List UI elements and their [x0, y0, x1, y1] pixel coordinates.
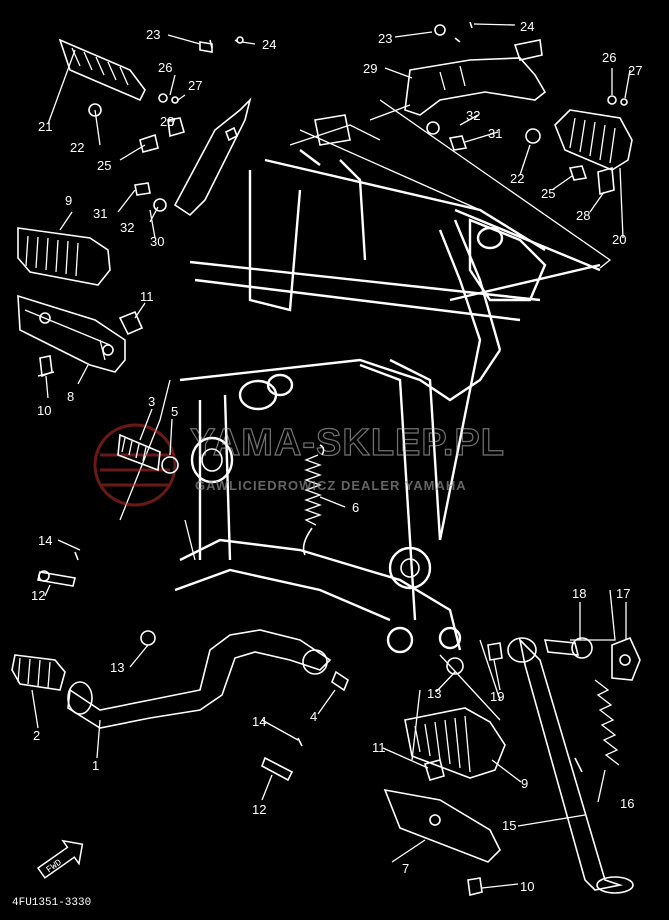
callout-22-right: 22: [510, 171, 524, 186]
spring-6-icon: [302, 444, 325, 556]
right-rear-footrest-group: [404, 21, 633, 196]
callout-13-left: 13: [110, 660, 124, 675]
callout-21: 21: [38, 119, 52, 134]
callout-31-left: 31: [93, 206, 107, 221]
leader-lines: [31, 23, 631, 889]
fwd-label: FWD: [45, 858, 64, 875]
callout-8: 8: [67, 389, 74, 404]
watermark-main-text: YAMA-SKLEP.PL: [190, 422, 505, 464]
callout-25-right: 25: [541, 186, 555, 201]
callout-13-right: 13: [427, 686, 441, 701]
callout-2: 2: [33, 728, 40, 743]
callout-14-left: 14: [38, 533, 52, 548]
watermark-sub-text: GAWLICIEDROWICZ DEALER YAMAHA: [195, 478, 467, 493]
callout-23-left: 23: [146, 27, 160, 42]
callout-26-right: 26: [602, 50, 616, 65]
callout-24-left: 24: [262, 37, 276, 52]
callout-28: 28: [160, 114, 174, 129]
callout-12-bottom: 12: [252, 802, 266, 817]
callout-12-left: 12: [31, 588, 45, 603]
callout-10-left: 10: [37, 403, 51, 418]
callout-23-right: 23: [378, 31, 392, 46]
callout-5: 5: [171, 404, 178, 419]
right-front-footrest-group: [383, 657, 506, 896]
callout-28-right: 28: [576, 208, 590, 223]
callout-15: 15: [502, 818, 516, 833]
callout-9-left: 9: [65, 193, 72, 208]
callout-31-right: 31: [488, 126, 502, 141]
callout-24-right: 24: [520, 19, 534, 34]
callout-32-right: 32: [466, 108, 480, 123]
callout-18: 18: [572, 586, 586, 601]
callout-6: 6: [352, 500, 359, 515]
frame-assembly: [119, 99, 616, 721]
left-footrest-group: [17, 36, 252, 378]
brake-pedal-group: [11, 423, 349, 782]
callout-27-right: 27: [628, 63, 642, 78]
callout-9-right: 9: [521, 776, 528, 791]
callout-11-right: 11: [372, 740, 386, 755]
callout-3: 3: [148, 394, 155, 409]
callout-26: 26: [158, 60, 172, 75]
callout-25: 25: [97, 158, 111, 173]
side-stand-group: [487, 636, 641, 894]
callout-labels: 21 22 25 26 27 28 23 24 31 32 30 9 11 10…: [31, 19, 642, 894]
callout-1: 1: [92, 758, 99, 773]
callout-32-left: 32: [120, 220, 134, 235]
callout-17: 17: [616, 586, 630, 601]
callout-22: 22: [70, 140, 84, 155]
figure-code: 4FU1351-3330: [12, 897, 91, 909]
callout-30: 30: [150, 234, 164, 249]
callout-27: 27: [188, 78, 202, 93]
callout-14-bottom: 14: [252, 714, 266, 729]
callout-29: 29: [363, 61, 377, 76]
callout-4: 4: [310, 709, 317, 724]
callout-11-left: 11: [140, 289, 154, 304]
callout-20: 20: [612, 232, 626, 247]
fwd-arrow-icon: FWD: [36, 839, 84, 879]
callout-10-right: 10: [520, 879, 534, 894]
callout-19: 19: [490, 689, 504, 704]
callout-7: 7: [402, 861, 409, 876]
watermark-logo-icon: [93, 423, 177, 507]
callout-16: 16: [620, 796, 634, 811]
